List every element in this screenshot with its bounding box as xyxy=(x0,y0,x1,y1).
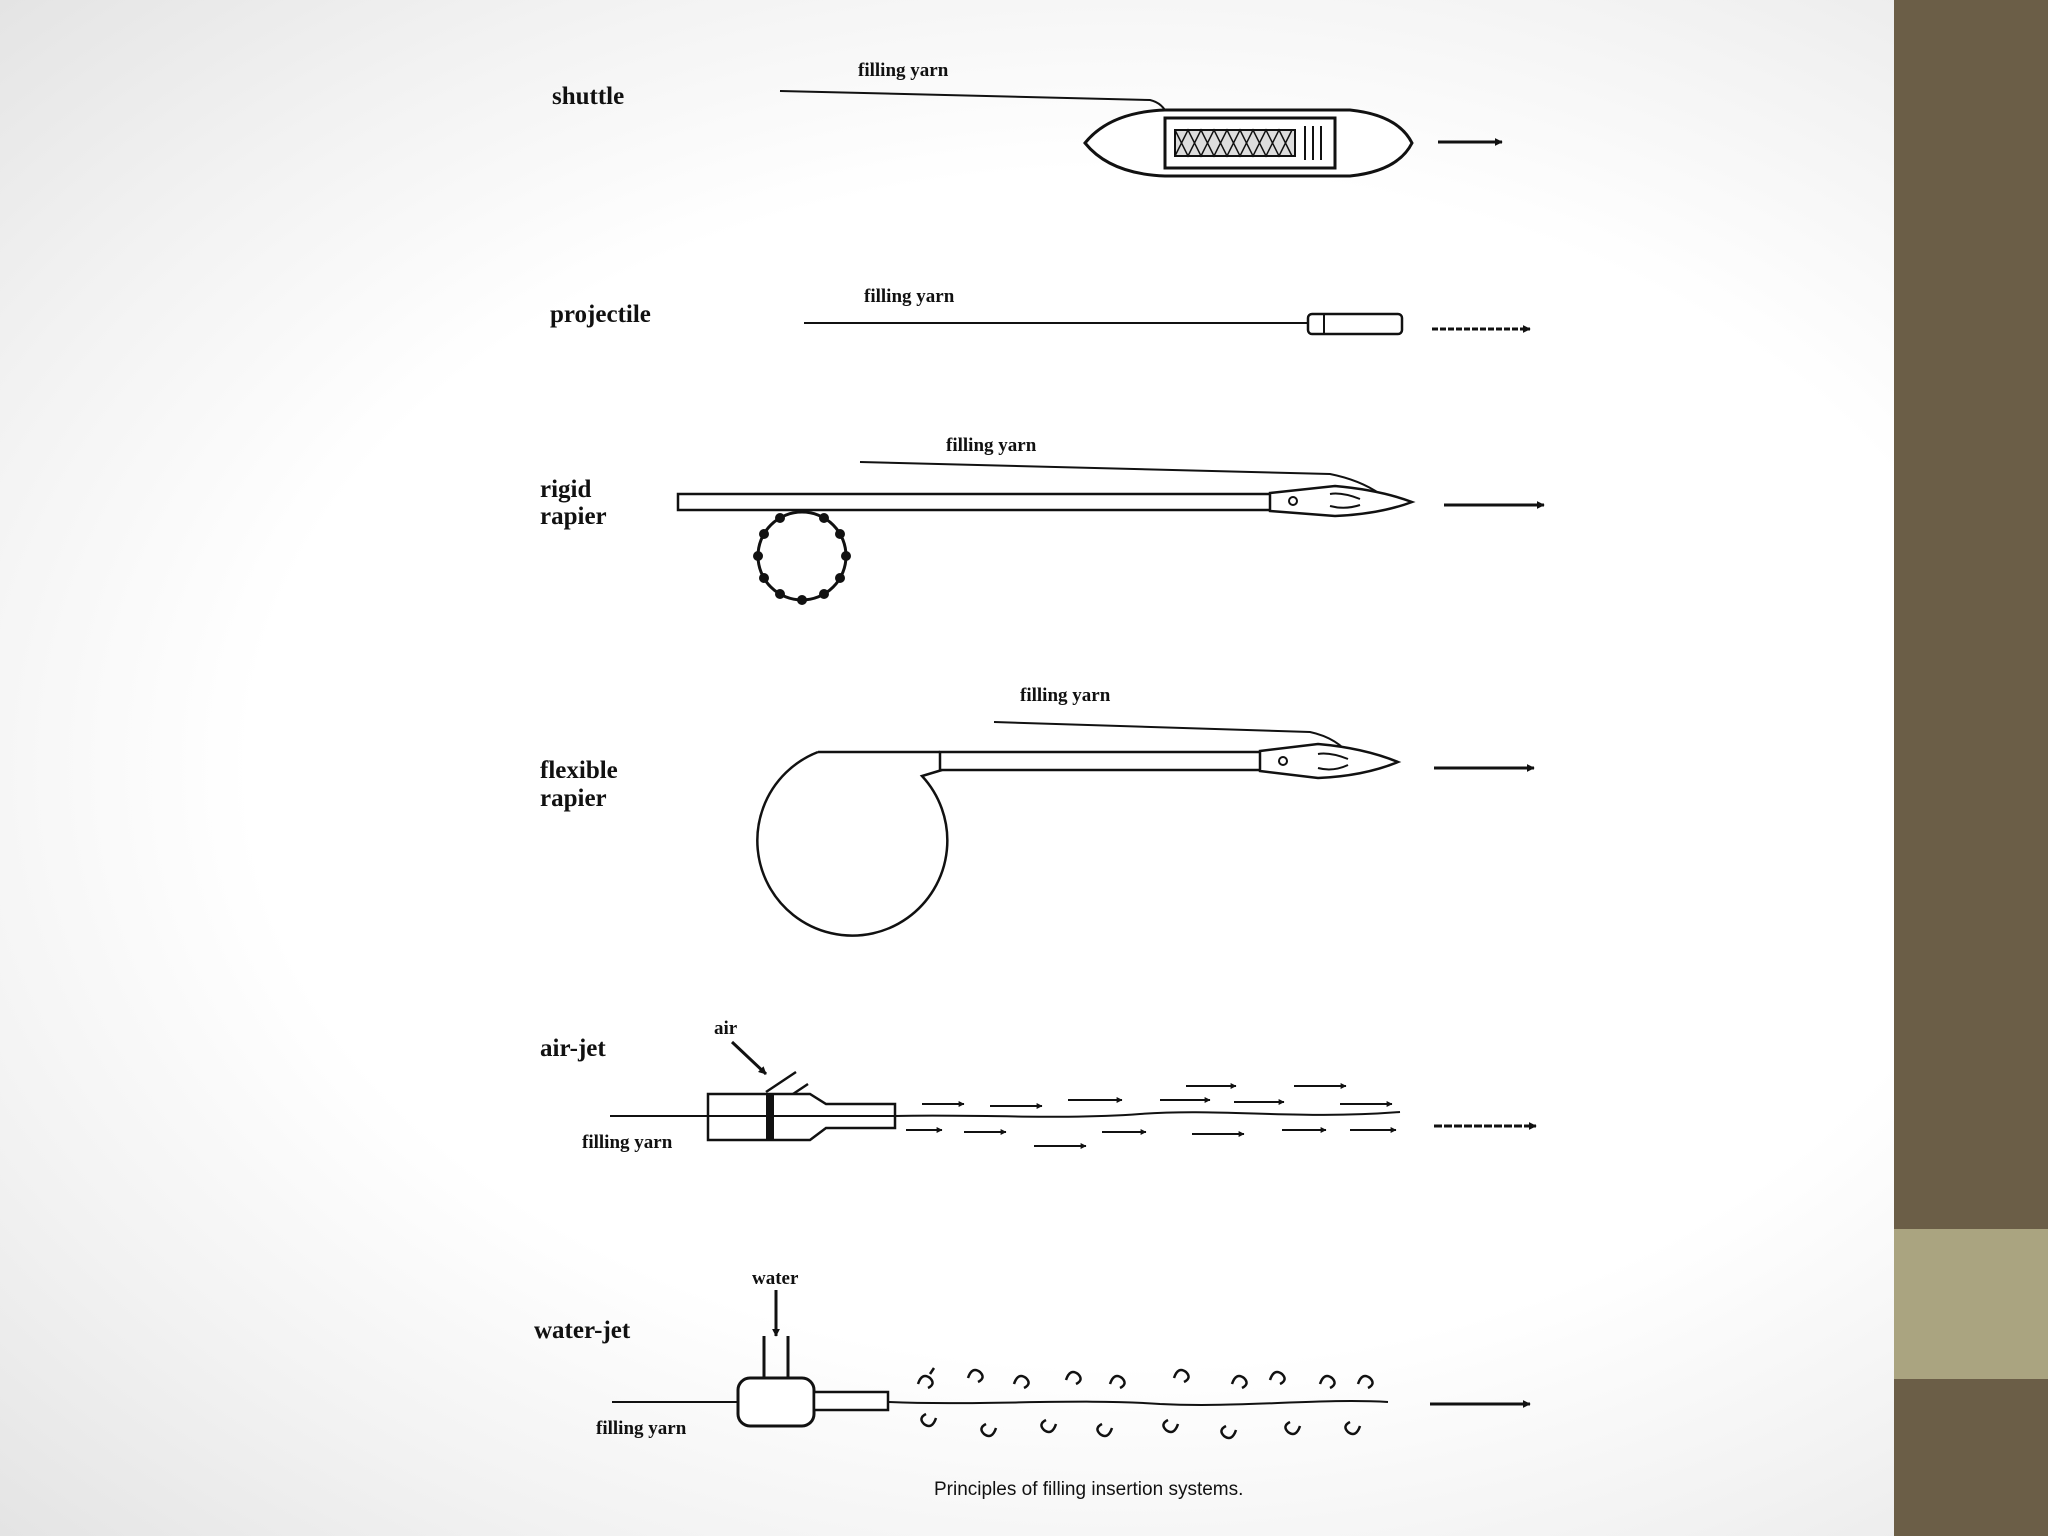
air-jet-system: air-jet air filling yarn xyxy=(540,1018,1537,1153)
rigid-rapier-head-hole xyxy=(1288,496,1298,506)
air-jet-yarn-label: filling yarn xyxy=(582,1132,673,1153)
air-jet-flow-arrows xyxy=(906,1083,1397,1149)
rigid-rapier-yarn-label: filling yarn xyxy=(946,435,1037,456)
rigid-rapier-label-line2: rapier xyxy=(540,503,607,530)
water-jet-filling-yarn xyxy=(887,1400,1389,1406)
rigid-rapier-gear-teeth xyxy=(753,513,851,605)
shuttle-bobbin-pattern xyxy=(1174,128,1293,158)
water-jet-pump-body xyxy=(736,1376,816,1428)
rigid-rapier-system: rigid rapier filling yarn xyxy=(540,435,1545,605)
rigid-rapier-gripper xyxy=(1329,492,1361,509)
rigid-rapier-label-line1: rigid xyxy=(540,476,591,503)
water-jet-input-label: water xyxy=(752,1268,799,1289)
shuttle-system: shuttle filling yarn xyxy=(552,60,1503,178)
shuttle-yarn-label: filling yarn xyxy=(858,60,949,81)
projectile-label: projectile xyxy=(550,301,651,328)
air-jet-input-label: air xyxy=(714,1018,738,1039)
sidebar-accent-block xyxy=(1894,1229,2048,1379)
rigid-rapier-rod xyxy=(676,492,1275,512)
projectile-yarn-label: filling yarn xyxy=(864,286,955,307)
water-jet-label: water-jet xyxy=(534,1317,631,1344)
projectile-body xyxy=(1306,312,1404,336)
rigid-rapier-head xyxy=(1268,484,1416,518)
rigid-rapier-drive-gear xyxy=(756,510,848,602)
air-jet-nozzle-ring xyxy=(766,1094,774,1140)
flexible-rapier-gripper xyxy=(1317,752,1349,771)
flexible-rapier-system: flexible rapier filling yarn xyxy=(540,685,1535,937)
water-jet-yarn-label: filling yarn xyxy=(596,1418,687,1439)
water-jet-nozzle xyxy=(812,1390,890,1412)
air-jet-input-arrow xyxy=(730,1040,768,1076)
flexible-rapier-tape-coil xyxy=(756,750,949,937)
flexible-rapier-head xyxy=(1258,742,1402,780)
flexible-rapier-yarn-label: filling yarn xyxy=(1020,685,1111,706)
water-jet-droplets xyxy=(916,1367,1374,1440)
air-jet-label: air-jet xyxy=(540,1035,606,1062)
diagram-caption: Principles of filling insertion systems. xyxy=(934,1479,1243,1500)
filling-insertion-diagram: shuttle filling yarn projectile filling … xyxy=(534,60,1545,1500)
projectile-system: projectile filling yarn xyxy=(550,286,1531,336)
flexible-rapier-label-line2: rapier xyxy=(540,785,607,812)
shuttle-label: shuttle xyxy=(552,83,624,110)
water-jet-inlet xyxy=(762,1336,790,1378)
flexible-rapier-head-hole xyxy=(1278,756,1288,766)
shuttle-bobbin-end xyxy=(1304,126,1322,160)
water-jet-system: water-jet water filling yarn xyxy=(534,1268,1531,1440)
flexible-rapier-label-line1: flexible xyxy=(540,757,618,784)
flexible-rapier-tape xyxy=(938,750,1264,772)
air-jet-filling-yarn xyxy=(894,1111,1401,1118)
